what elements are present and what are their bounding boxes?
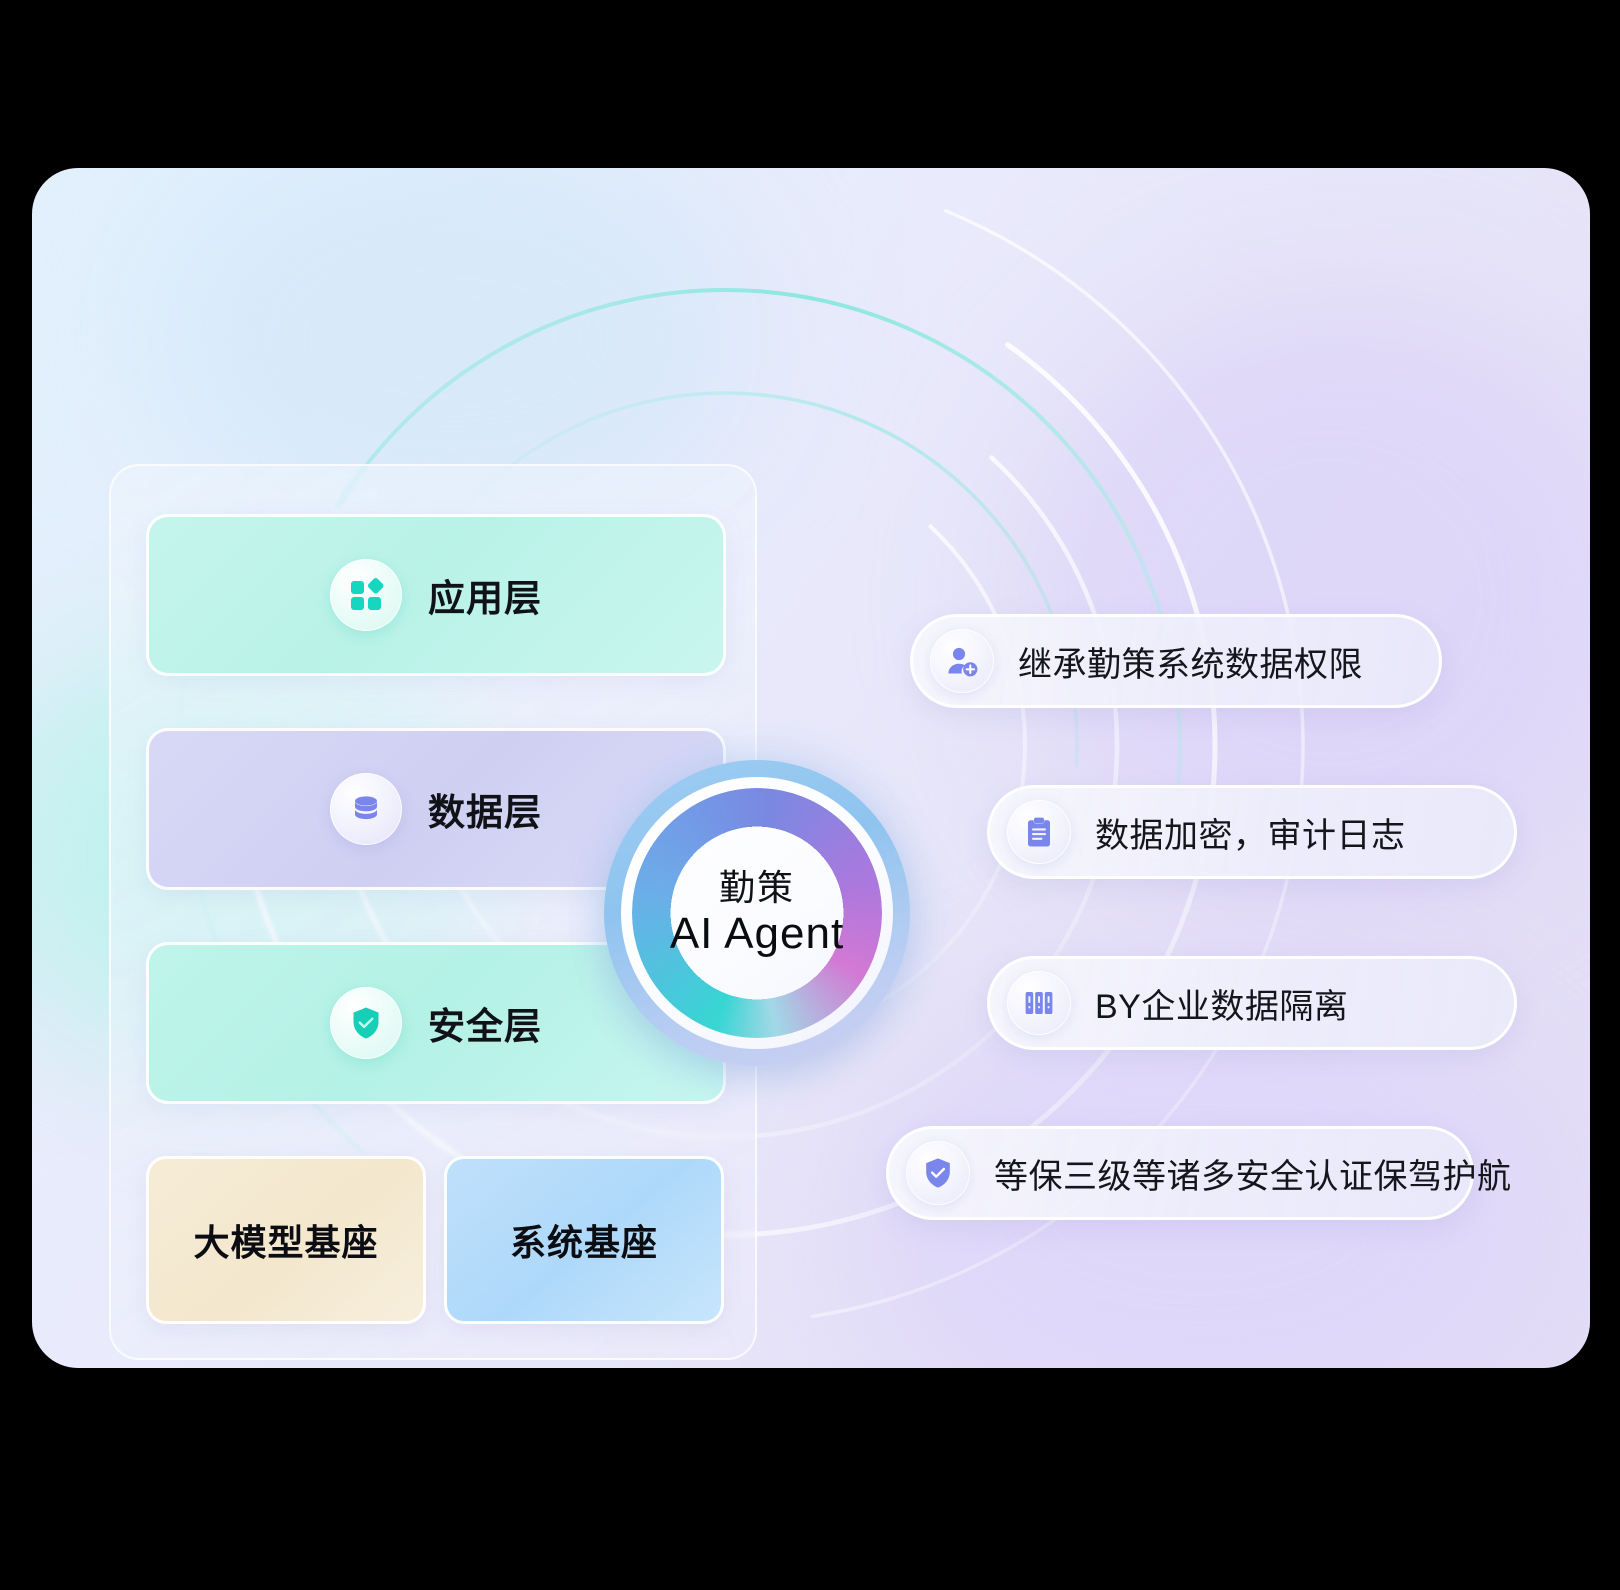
feature-label-encryption-audit: 数据加密，审计日志 xyxy=(1095,816,1406,855)
hub-title-en: AI Agent xyxy=(669,908,845,958)
user-add-icon xyxy=(930,629,994,693)
foundation-label-large-model: 大模型基座 xyxy=(193,1222,379,1263)
feature-label-tenant-isolation: BY企业数据隔离 xyxy=(1095,987,1349,1026)
hub-text-block: 勤策 AI Agent xyxy=(634,790,880,1036)
hub-title-cn: 勤策 xyxy=(718,866,795,908)
layer-label-application: 应用层 xyxy=(428,578,542,619)
feature-pill-encryption-audit[interactable]: 数据加密，审计日志 xyxy=(987,785,1517,879)
grid-apps-icon xyxy=(330,559,402,631)
foundation-label-system: 系统基座 xyxy=(509,1222,658,1263)
hub-gradient-ring xyxy=(632,788,882,1038)
foundation-card-large-model[interactable]: 大模型基座 xyxy=(146,1156,426,1324)
layer-label-data: 数据层 xyxy=(428,792,542,833)
feature-label-certifications: 等保三级等诸多安全认证保驾护航 xyxy=(994,1157,1512,1196)
clipboard-icon xyxy=(1007,800,1071,864)
feature-pill-certifications[interactable]: 等保三级等诸多安全认证保驾护航 xyxy=(886,1126,1511,1220)
center-hub[interactable]: 勤策 AI Agent xyxy=(570,726,944,1100)
shield-check-icon xyxy=(906,1141,970,1205)
feature-pill-tenant-isolation[interactable]: BY企业数据隔离 xyxy=(987,956,1517,1050)
layer-card-application[interactable]: 应用层 xyxy=(146,514,726,676)
layer-label-security: 安全层 xyxy=(428,1006,542,1047)
shield-check-icon xyxy=(330,987,402,1059)
foundation-card-system[interactable]: 系统基座 xyxy=(444,1156,724,1324)
feature-pill-data-permission[interactable]: 继承勤策系统数据权限 xyxy=(910,614,1442,708)
server-rack-icon xyxy=(1007,971,1071,1035)
architecture-diagram-card: 应用层 数据层 xyxy=(32,168,1590,1368)
feature-label-data-permission: 继承勤策系统数据权限 xyxy=(1018,645,1363,684)
database-icon xyxy=(330,773,402,845)
